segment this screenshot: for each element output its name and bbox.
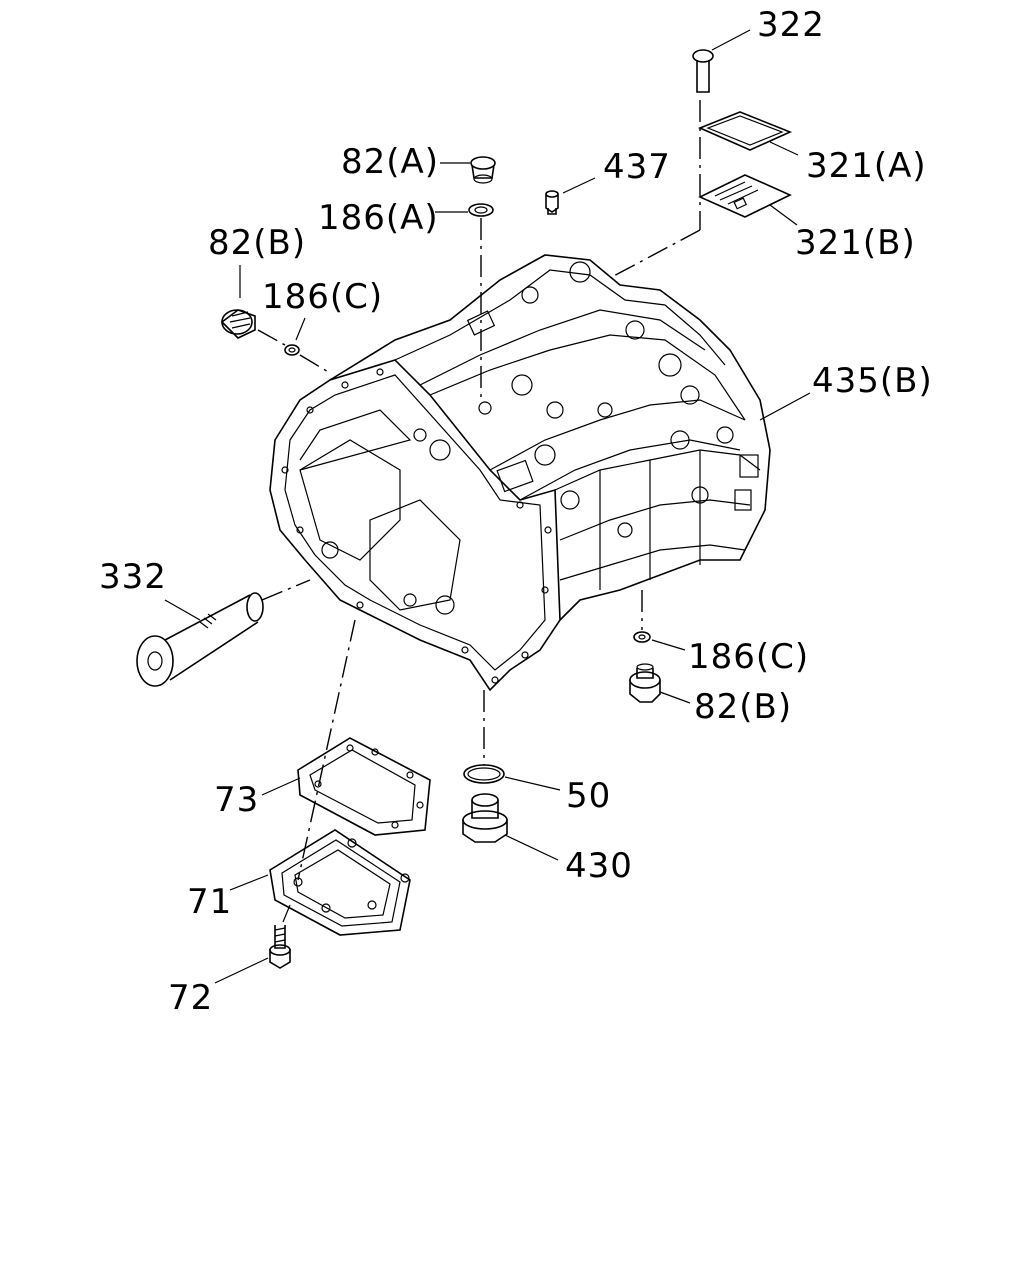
bolt-322 [692, 49, 714, 93]
washer-186c-top [284, 344, 300, 356]
drain-plug-430 [462, 793, 508, 843]
leader-71 [229, 874, 269, 891]
label-435b: 435(B) [812, 361, 933, 401]
cover-71 [269, 829, 411, 936]
label-186c-top: 186(C) [262, 277, 383, 317]
plug-82b-top [220, 309, 256, 339]
leader-435b [759, 392, 811, 421]
leader-321b [769, 204, 798, 226]
label-82b-top: 82(B) [208, 223, 306, 263]
label-437: 437 [603, 147, 671, 187]
leader-82b-bottom [659, 691, 691, 704]
leader-437 [562, 177, 596, 194]
leader-73 [261, 777, 301, 796]
label-186c-bottom: 186(C) [688, 637, 809, 677]
leader-186c-bottom [651, 639, 686, 651]
plug-82a [470, 156, 496, 184]
label-186a: 186(A) [318, 198, 439, 238]
breather-437 [545, 190, 559, 215]
label-73: 73 [214, 780, 259, 820]
leader-50 [504, 776, 561, 791]
leader-72 [214, 957, 269, 984]
label-71: 71 [187, 882, 232, 922]
plate-321a [697, 111, 793, 151]
leader-322 [711, 29, 751, 51]
leader-321a [769, 141, 799, 156]
plug-82b-bottom [629, 663, 661, 703]
label-50: 50 [566, 776, 611, 816]
label-321a: 321(A) [806, 146, 927, 186]
label-332: 332 [99, 557, 167, 597]
leader-186c-top [295, 317, 306, 341]
oring-50 [463, 764, 505, 784]
washer-186a [468, 203, 494, 217]
label-72: 72 [168, 978, 213, 1018]
gasket-73 [297, 737, 431, 836]
bolt-72 [269, 925, 291, 969]
label-321b: 321(B) [795, 223, 916, 263]
tube-332 [136, 592, 264, 687]
label-82b-bottom: 82(B) [694, 687, 792, 727]
plate-321b [698, 174, 792, 218]
transmission-case [269, 254, 771, 692]
leader-430 [504, 834, 559, 861]
label-322: 322 [757, 5, 825, 45]
label-82a: 82(A) [341, 142, 439, 182]
leader-332 [164, 599, 201, 621]
label-430: 430 [565, 846, 633, 886]
washer-186c-bottom [633, 631, 651, 643]
